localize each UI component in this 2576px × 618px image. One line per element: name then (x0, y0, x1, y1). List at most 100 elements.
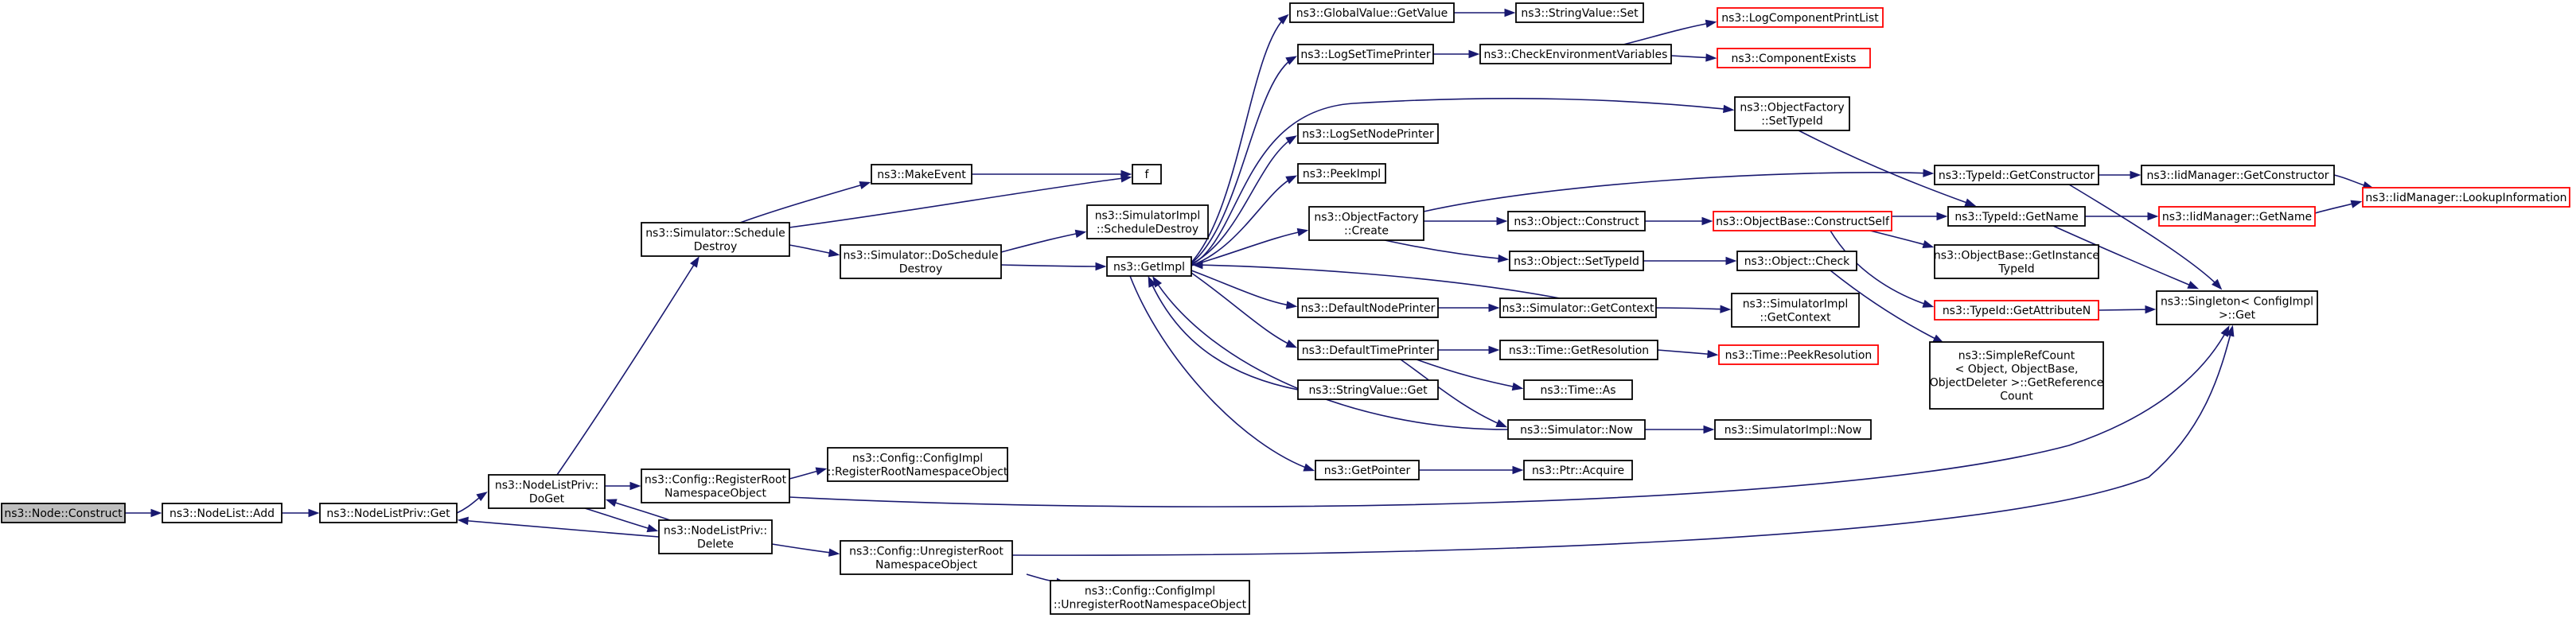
node-label-line: ns3::SimulatorImpl::Now (1724, 424, 1862, 437)
node-simimpl-schedule-destroy[interactable]: ns3::SimulatorImpl::ScheduleDestroy (1086, 204, 1209, 239)
node-sim-schedule-destroy[interactable]: ns3::Simulator::ScheduleDestroy (641, 222, 790, 257)
node-getimpl[interactable]: ns3::GetImpl (1106, 256, 1192, 277)
edge-sim_do_schedule_destroy-to-simimpl_schedule_destroy (1000, 229, 1087, 253)
node-box (1050, 580, 1250, 615)
edge-arrowhead (1707, 349, 1719, 359)
edge-getimpl-to-log_set_time_printer (1191, 56, 1298, 264)
edge-arrowhead (1468, 49, 1480, 59)
node-label-line: ns3::StringValue::Get (1308, 384, 1428, 397)
node-label-line: Delete (697, 538, 734, 551)
node-nlp-get[interactable]: ns3::NodeListPriv::Get (319, 503, 458, 523)
node-stringvalue-get[interactable]: ns3::StringValue::Get (1297, 379, 1439, 400)
node-make-event[interactable]: ns3::MakeEvent (871, 164, 972, 185)
node-getpointer[interactable]: ns3::GetPointer (1315, 460, 1420, 480)
edge-object_settypeid-to-object_check (1643, 256, 1737, 266)
node-typeid-getconstructor[interactable]: ns3::TypeId::GetConstructor (1934, 165, 2099, 185)
node-ptr-acquire[interactable]: ns3::Ptr::Acquire (1523, 460, 1633, 480)
node-nlp-delete[interactable]: ns3::NodeListPriv::Delete (658, 519, 773, 554)
node-object-check[interactable]: ns3::Object::Check (1736, 251, 1857, 271)
node-iidmanager-getconstructor[interactable]: ns3::IidManager::GetConstructor (2141, 165, 2335, 185)
node-typeid-getname[interactable]: ns3::TypeId::GetName (1947, 206, 2086, 227)
edge-getimpl-to-default_node_printer (1191, 270, 1298, 309)
node-objectbase-constructself[interactable]: ns3::ObjectBase::ConstructSelf (1713, 211, 1892, 231)
node-box (1523, 379, 1633, 400)
edge-arrowhead (1725, 256, 1737, 266)
edge-default_time_printer-to-time_as (1416, 359, 1524, 391)
edge-objfactory_create-to-typeid_getconstructor (1423, 169, 1935, 212)
node-label-line: Destroy (694, 241, 737, 254)
node-cfg-unregister[interactable]: ns3::Config::UnregisterRootNamespaceObje… (840, 540, 1013, 575)
node-label-line: ns3::ObjectFactory (1314, 212, 1418, 224)
node-label-line: ns3::Object::Check (1744, 255, 1850, 268)
node-label-line: ns3::IidManager::GetName (2162, 211, 2312, 223)
node-default-time-printer[interactable]: ns3::DefaultTimePrinter (1297, 340, 1439, 360)
node-default-node-printer[interactable]: ns3::DefaultNodePrinter (1297, 297, 1439, 318)
node-peekimpl[interactable]: ns3::PeekImpl (1297, 163, 1386, 184)
node-object-construct[interactable]: ns3::Object::Construct (1507, 211, 1646, 231)
node-box (1934, 244, 2099, 279)
edge-line (1191, 15, 1288, 263)
node-simimpl-getcontext[interactable]: ns3::SimulatorImpl::GetContext (1731, 293, 1860, 328)
edge-arrowhead (1705, 53, 1717, 62)
node-log-set-time-printer[interactable]: ns3::LogSetTimePrinter (1297, 44, 1434, 64)
edge-arrowhead (1496, 216, 1508, 226)
node-label-line: ::UnregisterRootNamespaceObject (1054, 599, 1247, 612)
node-nodelist-add[interactable]: ns3::NodeList::Add (162, 503, 283, 523)
node-label-line: ns3::Simulator::Now (1520, 424, 1633, 437)
edge-arrowhead (2147, 212, 2159, 221)
node-label-line: ns3::ObjectBase::ConstructSelf (1716, 216, 1890, 228)
node-stringvalue-set[interactable]: ns3::StringValue::Set (1515, 2, 1644, 23)
node-box (1499, 297, 1657, 318)
node-iidmanager-lookupinformation[interactable]: ns3::IidManager::LookupInformation (2362, 187, 2570, 208)
node-box (1086, 204, 1209, 239)
node-iidmanager-getname[interactable]: ns3::IidManager::GetName (2158, 206, 2316, 227)
node-box (1479, 44, 1672, 64)
node-label-line: ::RegisterRootNamespaceObject (828, 466, 1008, 479)
node-box (1717, 48, 1871, 68)
node-label-line: >::Get (2219, 309, 2256, 322)
edge-arrowhead (1074, 229, 1087, 239)
edge-line (1153, 278, 1509, 430)
node-time-getresolution[interactable]: ns3::Time::GetResolution (1499, 340, 1658, 360)
node-object-settypeid[interactable]: ns3::Object::SetTypeId (1509, 251, 1644, 271)
node-cfgimpl-register[interactable]: ns3::Config::ConfigImpl::RegisterRootNam… (827, 447, 1008, 482)
node-sim-now[interactable]: ns3::Simulator::Now (1507, 419, 1646, 440)
node-box (488, 474, 606, 509)
edge-line (1129, 275, 1313, 471)
edge-line (1869, 230, 1932, 247)
node-objfactory-settypeid[interactable]: ns3::ObjectFactory::SetTypeId (1734, 96, 1850, 131)
node-log-set-node-printer[interactable]: ns3::LogSetNodePrinter (1297, 123, 1439, 144)
node-check-env-vars[interactable]: ns3::CheckEnvironmentVariables (1479, 44, 1672, 64)
node-label-line: DoGet (529, 493, 565, 506)
node-log-component-print-list[interactable]: ns3::LogComponentPrintList (1717, 7, 1884, 28)
node-f[interactable]: f (1132, 164, 1162, 185)
node-simplerefcount-getrefcount[interactable]: ns3::SimpleRefCount< Object, ObjectBase,… (1929, 341, 2104, 410)
node-construct[interactable]: ns3::Node::Construct (1, 503, 126, 523)
node-time-as[interactable]: ns3::Time::As (1523, 379, 1633, 400)
node-globalvalue-getvalue[interactable]: ns3::GlobalValue::GetValue (1289, 2, 1455, 23)
node-box (2362, 187, 2570, 208)
node-label-line: ns3::GetPointer (1324, 464, 1411, 477)
node-cfgimpl-unregister[interactable]: ns3::Config::ConfigImpl::UnregisterRootN… (1050, 580, 1250, 615)
node-sim-getcontext[interactable]: ns3::Simulator::GetContext (1499, 297, 1657, 318)
edge-arrowhead (629, 481, 641, 491)
edge-arrowhead (605, 499, 618, 507)
edge-line (771, 543, 838, 554)
edge-getimpl-to-objfactory_create (1191, 227, 1309, 266)
edge-arrowhead (1285, 135, 1297, 145)
node-simimpl-now[interactable]: ns3::SimulatorImpl::Now (1714, 419, 1872, 440)
node-time-peekresolution[interactable]: ns3::Time::PeekResolution (1718, 344, 1879, 365)
node-objfactory-create[interactable]: ns3::ObjectFactory::Create (1308, 206, 1424, 241)
node-singleton-get[interactable]: ns3::Singleton< ConfigImpl>::Get (2156, 290, 2318, 325)
node-component-exists[interactable]: ns3::ComponentExists (1717, 48, 1871, 68)
node-box (319, 503, 458, 523)
node-cfg-register[interactable]: ns3::Config::RegisterRootNamespaceObject (641, 468, 790, 503)
edge-line (1384, 239, 1507, 260)
node-nlp-doget[interactable]: ns3::NodeListPriv::DoGet (488, 474, 606, 509)
node-typeid-getattributen[interactable]: ns3::TypeId::GetAttributeN (1934, 300, 2099, 321)
edge-arrowhead (2226, 325, 2235, 337)
node-label-line: ns3::StringValue::Set (1521, 7, 1639, 20)
